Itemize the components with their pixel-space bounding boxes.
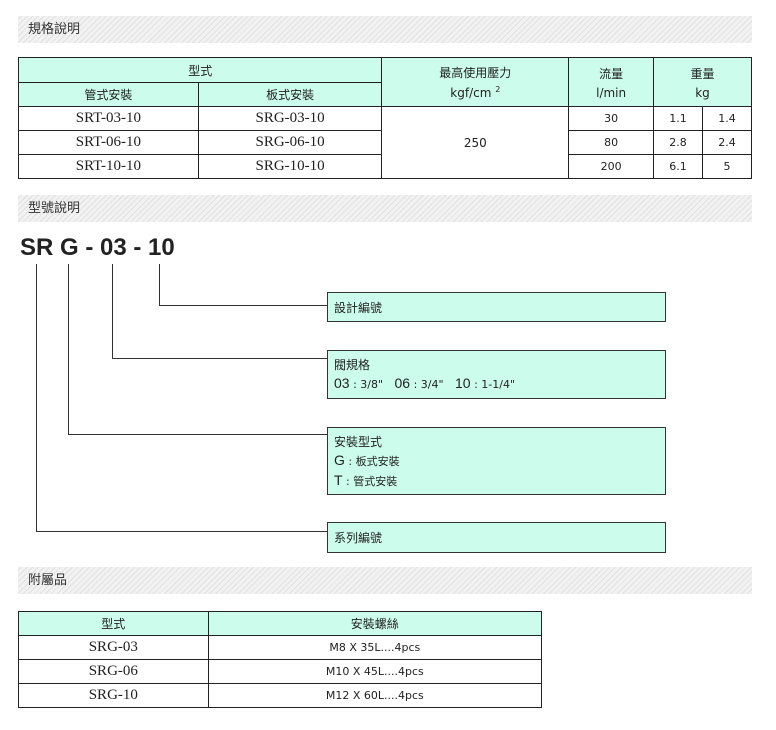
section-title: 規格說明 xyxy=(28,22,81,37)
series-number-box: 系列編號 xyxy=(327,522,666,553)
table-row: SRG-03 M8 X 35L....4pcs xyxy=(18,635,543,660)
connector-line xyxy=(36,264,37,532)
mount-type-box: 安裝型式 G : 板式安裝 T : 管式安裝 xyxy=(327,427,666,495)
spec-table: 型式 最高使用壓力 kgf/cm 2 流量 l/min 重量 kg 管式安裝 板… xyxy=(17,57,752,179)
section-header-spec: 規格說明 xyxy=(18,16,752,43)
pressure-value: 250 xyxy=(381,106,570,179)
valve-size-box: 閥規格 03 : 3/8" 06 : 3/4" 10 : 1-1/4" xyxy=(327,350,666,399)
connector-line xyxy=(68,264,69,435)
connector-line xyxy=(112,358,327,359)
section-title: 附屬品 xyxy=(28,573,68,588)
accessories-table: 型式 安裝螺絲 SRG-03 M8 X 35L....4pcs SRG-06 M… xyxy=(18,611,543,708)
connector-line xyxy=(159,305,327,306)
section-title: 型號說明 xyxy=(28,201,81,216)
section-header-model: 型號說明 xyxy=(18,195,752,222)
header-pipe: 管式安裝 xyxy=(18,82,199,107)
header-type: 型式 xyxy=(17,57,383,83)
header-weight: 重量 kg xyxy=(653,57,752,107)
header-plate: 板式安裝 xyxy=(197,82,383,107)
connector-line xyxy=(36,531,327,532)
table-row: SRG-06 M10 X 45L....4pcs xyxy=(18,659,543,684)
header-screw: 安裝螺絲 xyxy=(207,611,543,636)
table-row: SRG-10 M12 X 60L....4pcs xyxy=(18,683,543,708)
connector-line xyxy=(159,264,160,306)
section-header-accessories: 附屬品 xyxy=(18,567,752,594)
table-row: SRT-06-10 SRG-06-10 80 2.8 2.4 xyxy=(18,130,752,155)
table-row: SRT-03-10 SRG-03-10 250 30 1.1 1.4 xyxy=(18,106,752,179)
connector-line xyxy=(68,434,327,435)
header-flow: 流量 l/min xyxy=(568,57,655,107)
design-number-box: 設計編號 xyxy=(327,292,666,322)
connector-line xyxy=(112,264,113,359)
model-code: SR G - 03 - 10 xyxy=(20,234,175,261)
header-type: 型式 xyxy=(18,611,209,636)
table-row: SRT-10-10 SRG-10-10 200 6.1 5 xyxy=(18,154,752,179)
header-pressure: 最高使用壓力 kgf/cm 2 xyxy=(381,57,570,107)
